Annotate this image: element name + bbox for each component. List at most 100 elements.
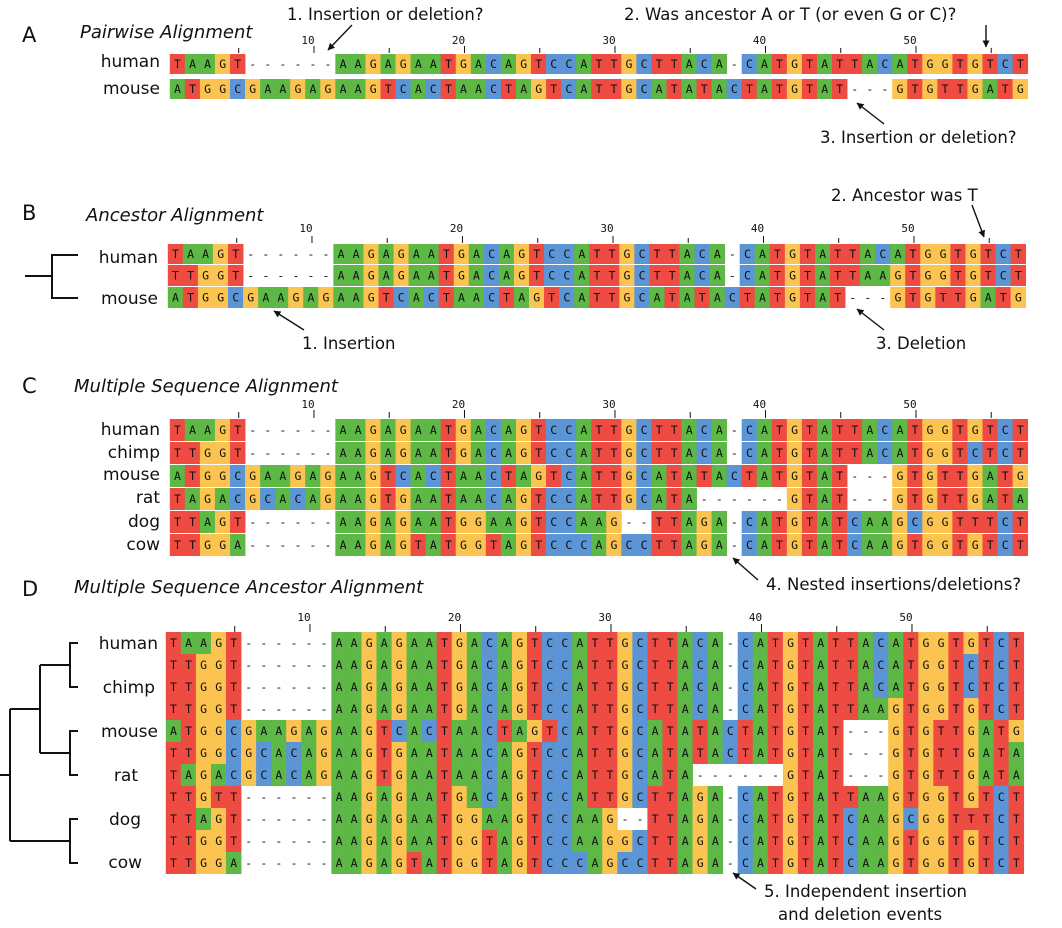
base-cell <box>527 742 543 764</box>
base-cell <box>436 830 453 852</box>
panel-title-a: Pairwise Alignment <box>80 22 253 43</box>
base-cell <box>967 442 983 464</box>
base-cell <box>967 54 983 74</box>
base-letter: T <box>445 492 452 506</box>
base-letter: G <box>791 446 798 460</box>
base-cell <box>997 79 1013 99</box>
base-letter: C <box>550 492 557 506</box>
base-cell <box>468 287 485 308</box>
base-letter: G <box>366 834 373 848</box>
base-cell <box>767 698 784 720</box>
base-letter: G <box>396 702 403 716</box>
base-cell <box>771 79 788 99</box>
base-cell <box>589 244 605 264</box>
base-letter: G <box>626 469 633 483</box>
base-letter: A <box>471 702 478 716</box>
base-letter: C <box>550 423 557 437</box>
base-letter: G <box>518 247 525 261</box>
base-letter: G <box>325 82 332 96</box>
base-cell <box>858 632 874 654</box>
base-cell <box>830 244 846 264</box>
base-cell <box>965 265 981 286</box>
base-cell <box>256 720 272 742</box>
gap-cell: - <box>323 247 330 261</box>
base-letter: G <box>923 702 930 716</box>
arrow-b-2 <box>971 204 985 238</box>
base-letter: T <box>486 834 493 848</box>
base-letter: G <box>456 702 463 716</box>
gap-cell: - <box>321 636 328 650</box>
base-letter: C <box>430 82 437 96</box>
base-cell <box>888 808 904 830</box>
base-cell <box>978 632 994 654</box>
base-letter: A <box>759 247 766 261</box>
base-letter: G <box>396 680 403 694</box>
base-letter: A <box>381 702 388 716</box>
base-cell <box>365 54 381 74</box>
base-cell <box>527 676 543 698</box>
base-cell <box>832 488 848 510</box>
base-cell <box>997 442 1013 464</box>
base-letter: G <box>215 680 222 694</box>
base-letter: G <box>396 746 403 760</box>
base-cell <box>421 852 438 874</box>
base-cell <box>873 786 889 808</box>
base-cell <box>451 720 468 742</box>
base-letter: C <box>230 746 237 760</box>
base-letter: T <box>595 423 602 437</box>
base-letter: G <box>622 702 629 716</box>
base-cell <box>455 54 472 74</box>
base-letter: C <box>565 538 572 552</box>
base-cell <box>993 720 1009 742</box>
base-cell <box>647 720 663 742</box>
base-letter: A <box>426 658 433 672</box>
base-cell <box>406 764 423 786</box>
base-letter: A <box>185 768 192 782</box>
base-cell <box>286 742 302 764</box>
base-letter: G <box>396 856 403 870</box>
base-cell <box>814 287 831 308</box>
base-letter: T <box>772 680 779 694</box>
base-letter: T <box>955 291 962 305</box>
base-cell <box>421 808 438 830</box>
base-letter: G <box>204 469 211 483</box>
base-cell <box>847 419 863 441</box>
base-cell <box>406 786 423 808</box>
base-cell <box>993 654 1009 676</box>
base-letter: G <box>892 746 899 760</box>
base-letter: A <box>426 856 433 870</box>
gap-cell: - <box>264 515 271 529</box>
base-letter: C <box>486 724 493 738</box>
base-cell <box>468 244 485 264</box>
ruler-label: 40 <box>751 222 764 235</box>
base-letter: A <box>471 680 478 694</box>
base-letter: C <box>486 702 493 716</box>
base-letter: C <box>637 658 644 672</box>
base-letter: T <box>667 856 674 870</box>
base-cell <box>784 265 801 286</box>
base-cell <box>410 79 427 99</box>
base-cell <box>301 720 317 742</box>
base-cell <box>907 54 923 74</box>
base-letter: T <box>170 746 177 760</box>
base-cell <box>305 465 321 487</box>
base-letter: T <box>531 658 538 672</box>
base-cell <box>828 654 844 676</box>
base-letter: G <box>701 538 708 552</box>
base-cell <box>210 852 227 874</box>
base-letter: A <box>682 812 689 826</box>
base-cell <box>316 764 332 786</box>
base-cell <box>318 287 334 308</box>
base-cell <box>692 830 708 852</box>
gap-cell: - <box>716 492 723 506</box>
base-cell <box>709 244 726 264</box>
base-cell <box>425 488 442 510</box>
base-cell <box>907 488 923 510</box>
base-letter: C <box>639 291 646 305</box>
base-letter: G <box>516 790 523 804</box>
base-letter: A <box>336 658 343 672</box>
base-cell <box>182 265 199 286</box>
base-letter: T <box>652 680 659 694</box>
